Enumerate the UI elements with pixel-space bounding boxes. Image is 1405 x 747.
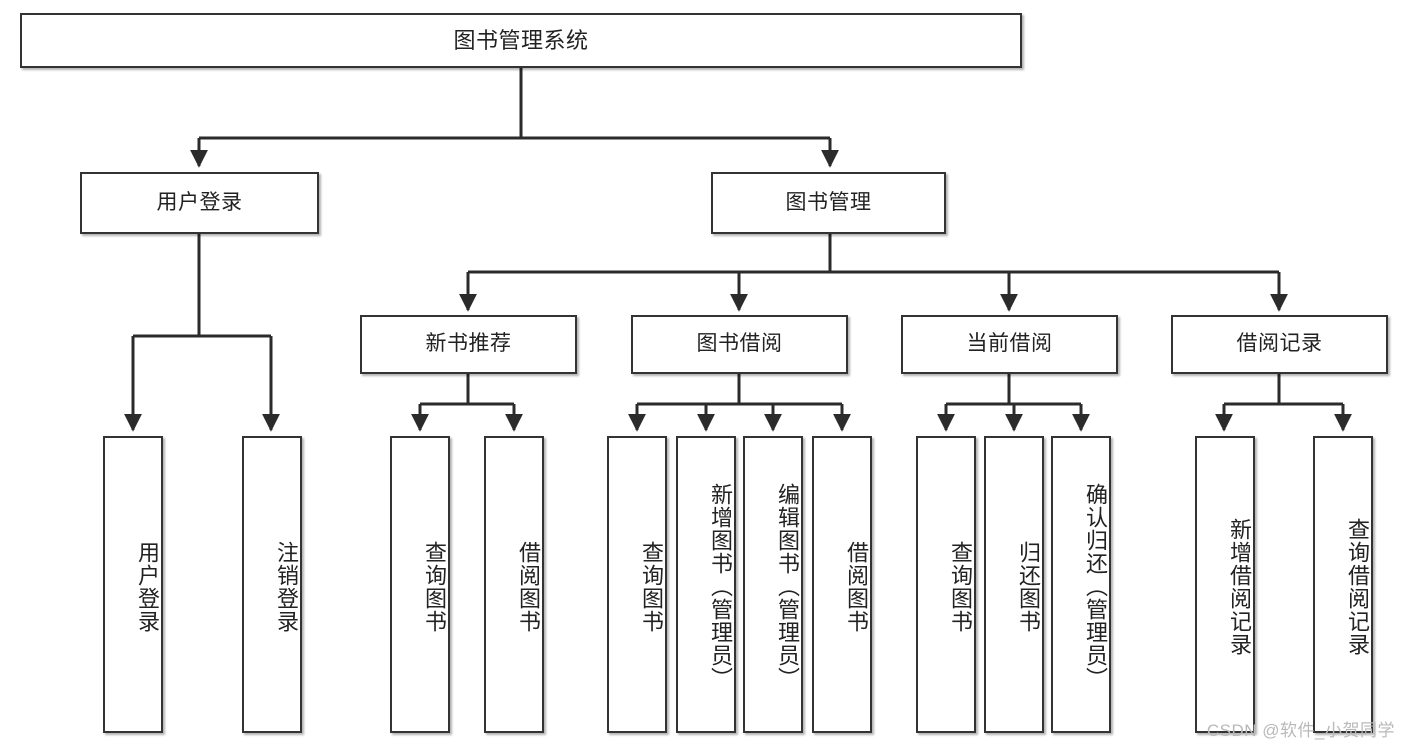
leaf-add-borrow-record[interactable]: 新增借阅记录 bbox=[1195, 436, 1255, 733]
leaf-query-book-borrow[interactable]: 查询图书 bbox=[607, 436, 667, 733]
leaf-borrow-book[interactable]: 借阅图书 bbox=[812, 436, 872, 733]
leaf-label: 归还图书 bbox=[1016, 540, 1041, 633]
leaf-label: 查询图书 bbox=[948, 540, 973, 633]
leaf-label: 新增图书（管理员） bbox=[708, 483, 733, 690]
node-label: 当前借阅 bbox=[966, 332, 1053, 356]
leaf-label: 借阅图书 bbox=[844, 540, 869, 633]
node-new-book-recommend[interactable]: 新书推荐 bbox=[360, 315, 577, 374]
leaf-label: 新增借阅记录 bbox=[1227, 517, 1252, 656]
node-label: 图书借阅 bbox=[696, 332, 783, 356]
node-current-borrow[interactable]: 当前借阅 bbox=[901, 315, 1118, 374]
node-root[interactable]: 图书管理系统 bbox=[20, 13, 1022, 68]
leaf-logout[interactable]: 注销登录 bbox=[242, 436, 302, 733]
leaf-label: 查询图书 bbox=[422, 540, 447, 633]
node-label: 借阅记录 bbox=[1236, 332, 1323, 356]
node-book-borrow[interactable]: 图书借阅 bbox=[631, 315, 848, 374]
leaf-label: 借阅图书 bbox=[516, 540, 541, 633]
node-book-management[interactable]: 图书管理 bbox=[711, 172, 946, 234]
leaf-return-book[interactable]: 归还图书 bbox=[984, 436, 1044, 733]
leaf-label: 编辑图书（管理员） bbox=[775, 483, 800, 690]
leaf-label: 查询图书 bbox=[639, 540, 664, 633]
watermark: CSDN @软件_小贺同学 bbox=[1206, 721, 1395, 740]
leaf-user-login[interactable]: 用户登录 bbox=[103, 436, 163, 733]
node-root-label: 图书管理系统 bbox=[453, 27, 589, 53]
leaf-add-book-admin[interactable]: 新增图书（管理员） bbox=[676, 436, 736, 733]
leaf-edit-book-admin[interactable]: 编辑图书（管理员） bbox=[743, 436, 803, 733]
node-label: 新书推荐 bbox=[425, 332, 512, 356]
node-label: 用户登录 bbox=[156, 190, 243, 214]
leaf-label: 注销登录 bbox=[274, 540, 299, 633]
leaf-label: 确认归还（管理员） bbox=[1083, 483, 1108, 690]
leaf-confirm-return-admin[interactable]: 确认归还（管理员） bbox=[1051, 436, 1111, 733]
leaf-query-book-current[interactable]: 查询图书 bbox=[916, 436, 976, 733]
leaf-borrow-book-recommend[interactable]: 借阅图书 bbox=[484, 436, 544, 733]
leaf-query-borrow-record[interactable]: 查询借阅记录 bbox=[1313, 436, 1373, 733]
leaf-label: 查询借阅记录 bbox=[1345, 517, 1370, 656]
leaf-query-book-recommend[interactable]: 查询图书 bbox=[390, 436, 450, 733]
node-user-login[interactable]: 用户登录 bbox=[80, 172, 319, 234]
leaf-label: 用户登录 bbox=[135, 540, 160, 633]
node-label: 图书管理 bbox=[785, 190, 872, 214]
node-borrow-record[interactable]: 借阅记录 bbox=[1171, 315, 1388, 374]
